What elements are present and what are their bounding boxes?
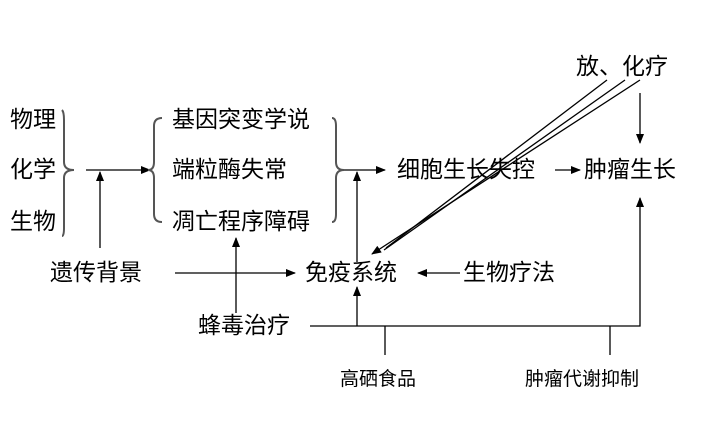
arrow-venom-to-tumor — [310, 197, 644, 327]
theory-gene-mutation: 基因突变学说 — [172, 107, 310, 133]
theory-telomerase: 端粒酶失常 — [172, 157, 287, 183]
cell-growth-uncontrolled: 细胞生长失控 — [397, 157, 535, 183]
tumor-growth: 肿瘤生长 — [584, 157, 676, 183]
selenium-food: 高硒食品 — [340, 368, 416, 390]
tumor-metabolism-inhibition: 肿瘤代谢抑制 — [525, 368, 639, 390]
cause-physical: 物理 — [10, 107, 56, 133]
arrow-chemo-to-immune — [371, 79, 641, 255]
cause-chemical: 化学 — [10, 157, 56, 183]
chemo-line-1 — [385, 79, 608, 249]
theories-right-brace — [331, 117, 345, 223]
immune-system: 免疫系统 — [305, 260, 397, 286]
cause-biological: 生物 — [10, 209, 56, 235]
chemo-line-2 — [383, 79, 626, 251]
genetic-background: 遗传背景 — [50, 260, 142, 286]
causes-brace — [61, 109, 75, 237]
biotherapy: 生物疗法 — [463, 260, 555, 286]
theories-left-brace — [147, 117, 163, 223]
bee-venom-therapy: 蜂毒治疗 — [198, 313, 290, 339]
theory-apoptosis: 凋亡程序障碍 — [172, 209, 310, 235]
radio-chemo: 放、化疗 — [576, 54, 668, 80]
